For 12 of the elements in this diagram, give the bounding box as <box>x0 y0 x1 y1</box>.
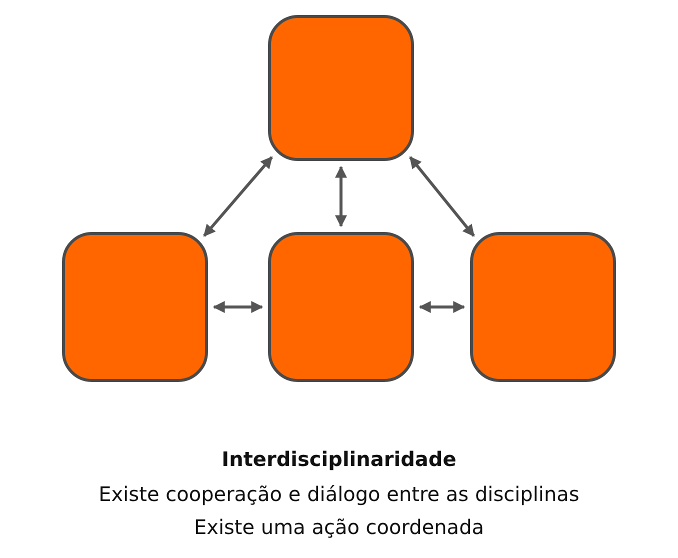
caption-line: Existe cooperação e diálogo entre as disciplinas <box>98 482 580 506</box>
rounded-square <box>470 232 616 382</box>
double-arrow <box>409 156 475 237</box>
double-arrow <box>418 301 466 313</box>
double-arrow <box>203 156 273 237</box>
rounded-square <box>268 15 414 161</box>
heading: Interdisciplinaridade <box>220 447 458 471</box>
rounded-square <box>268 232 414 382</box>
double-arrow <box>335 166 347 228</box>
caption-line: Existe uma ação coordenada <box>192 515 486 539</box>
double-arrow <box>212 301 264 313</box>
rounded-square <box>62 232 208 382</box>
